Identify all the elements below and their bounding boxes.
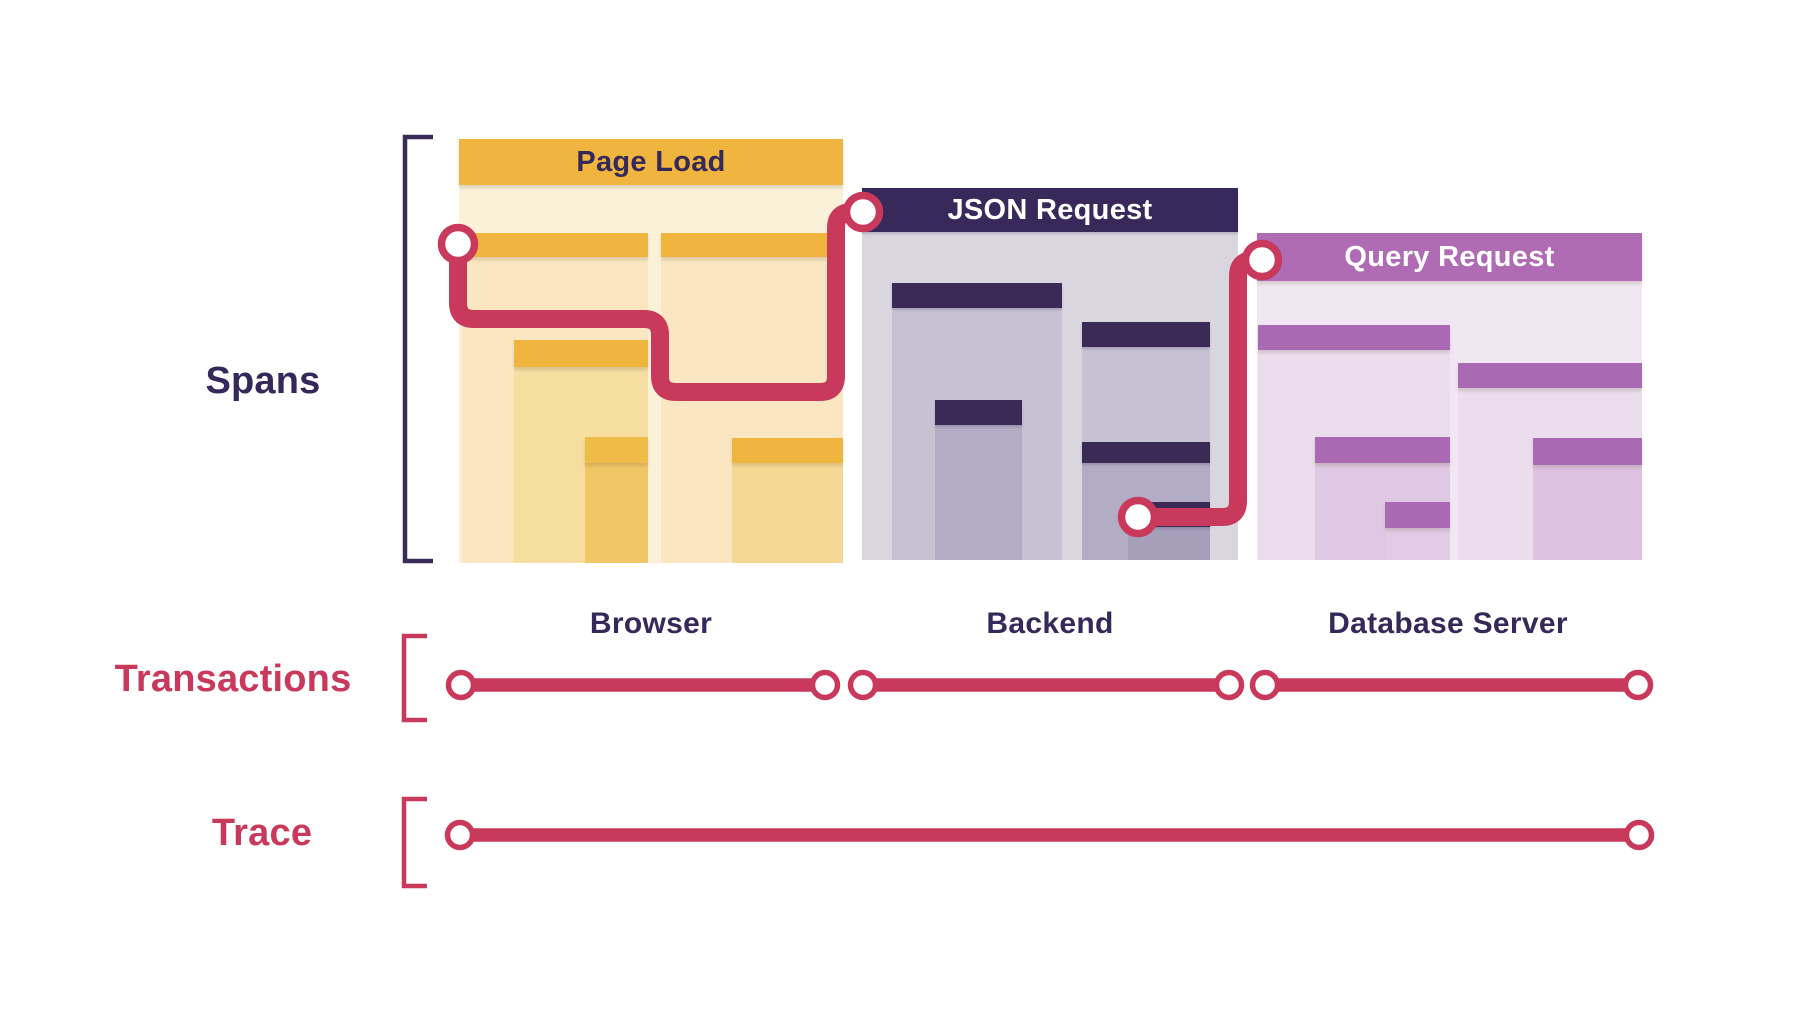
transaction-endpoint-marker (847, 669, 879, 701)
transaction-endpoint-marker (809, 669, 841, 701)
spans-bracket (402, 134, 433, 564)
span-block (935, 425, 1022, 560)
query-request-transaction-bar: Query Request (1257, 233, 1642, 281)
span-bar (732, 438, 843, 463)
span-bar (661, 233, 843, 257)
span-bar (1315, 437, 1450, 463)
trace-endpoint-marker (444, 819, 476, 851)
browser-spans-panel: Page Load (459, 139, 843, 563)
span-block (1385, 528, 1450, 560)
trace-endpoint-marker (1623, 819, 1655, 851)
transaction-endpoint-marker (1249, 669, 1281, 701)
span-block (1533, 465, 1642, 560)
transaction-endpoint-marker (445, 669, 477, 701)
span-bar (585, 437, 648, 463)
transactions-section-label: Transactions (114, 658, 352, 700)
flow-endpoint-marker (437, 223, 479, 265)
browser-service-label: Browser (589, 607, 713, 640)
page-load-title: Page Load (576, 145, 726, 178)
span-bar (1458, 363, 1642, 388)
span-flow-path-segment-2 (1138, 251, 1262, 526)
flow-endpoint-marker (842, 191, 884, 233)
transactions-bracket (401, 633, 427, 723)
json-request-transaction-bar: JSON Request (862, 188, 1238, 232)
span-flow-path-segment-1 (449, 203, 863, 401)
span-block (732, 463, 843, 563)
json-request-title: JSON Request (947, 193, 1153, 226)
span-bar (1258, 325, 1450, 350)
backend-spans-panel: JSON Request (862, 188, 1238, 560)
spans-section-label: Spans (205, 360, 321, 402)
query-request-title: Query Request (1344, 240, 1555, 273)
flow-endpoint-marker (1117, 496, 1159, 538)
span-bar (1082, 442, 1210, 463)
transaction-endpoint-marker (1622, 669, 1654, 701)
span-bar (1385, 502, 1450, 528)
span-block (585, 463, 648, 563)
span-bar (892, 283, 1062, 308)
database-spans-panel: Query Request (1257, 233, 1642, 560)
span-bar (462, 233, 648, 257)
trace-section-label: Trace (211, 812, 313, 854)
transaction-endpoint-marker (1213, 669, 1245, 701)
page-load-transaction-bar: Page Load (459, 139, 843, 185)
span-bar (1082, 322, 1210, 347)
span-bar (935, 400, 1022, 425)
database-service-label: Database Server (1328, 607, 1568, 640)
flow-endpoint-marker (1241, 239, 1283, 281)
backend-service-label: Backend (986, 607, 1114, 640)
span-bar (514, 340, 648, 367)
trace-bracket (401, 796, 427, 889)
span-bar (1533, 438, 1642, 465)
